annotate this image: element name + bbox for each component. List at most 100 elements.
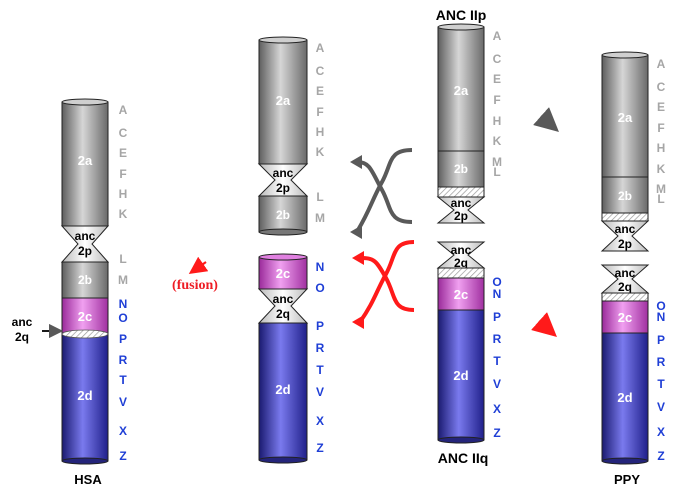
marker-letter: H bbox=[657, 141, 666, 155]
marker-letter: C bbox=[119, 126, 128, 140]
fusion-arrow bbox=[188, 256, 209, 275]
marker-letter: K bbox=[657, 162, 666, 176]
mid-segment-2d bbox=[258, 322, 308, 461]
hsa-anc-label: anc bbox=[75, 229, 96, 243]
mid-2a-label: 2a bbox=[276, 93, 291, 108]
marker-letter: V bbox=[657, 400, 665, 414]
marker-letter: M bbox=[492, 155, 502, 169]
ppy-2b-label: 2b bbox=[618, 189, 632, 203]
anc-iip-segment-2a bbox=[437, 26, 485, 152]
marker-letter: E bbox=[657, 100, 665, 114]
middle-lower-chromosome: 2c anc 2q 2d bbox=[257, 253, 309, 464]
anc-iiq-segment-2d bbox=[437, 309, 485, 441]
marker-letter: V bbox=[119, 395, 127, 409]
anc-2q-pointer-line2: 2q bbox=[15, 330, 29, 344]
anc-iiq-2q-label: 2q bbox=[454, 256, 468, 270]
marker-letter: Z bbox=[657, 449, 664, 463]
mid-segment-2a bbox=[258, 39, 308, 165]
anc-iip-2p-label: 2p bbox=[454, 209, 468, 223]
to-ppy-dark-arrow bbox=[533, 107, 559, 132]
marker-letter: C bbox=[316, 64, 325, 78]
red-crossing-arrows bbox=[352, 240, 415, 329]
marker-letter: P bbox=[657, 333, 665, 347]
middle-upper-chromosome: 2a anc 2p 2b bbox=[257, 36, 309, 236]
anc-iiq-2d-label: 2d bbox=[453, 368, 468, 383]
marker-letter: K bbox=[119, 207, 128, 221]
marker-letter: V bbox=[493, 377, 501, 391]
anc-iiq-chromosome: anc 2q 2c 2d ANC IIq bbox=[436, 241, 489, 466]
marker-letter: X bbox=[316, 414, 324, 428]
marker-letter: T bbox=[493, 354, 501, 368]
marker-letter: E bbox=[119, 146, 127, 160]
anc-iip-2b-label: 2b bbox=[454, 162, 468, 176]
marker-letter: K bbox=[493, 134, 502, 148]
marker-letter: P bbox=[316, 319, 324, 333]
marker-letter: R bbox=[493, 332, 502, 346]
anc-iip-2a-label: 2a bbox=[454, 83, 469, 98]
hsa-segment-2d bbox=[61, 333, 109, 462]
ppy-segment-2d bbox=[601, 332, 649, 462]
marker-letter: O bbox=[315, 281, 324, 295]
marker-letter: L bbox=[493, 165, 500, 179]
ppy-2p-label: 2p bbox=[618, 237, 632, 251]
marker-letter: F bbox=[316, 105, 323, 119]
fusion-label: (fusion) bbox=[172, 278, 218, 293]
marker-letter: K bbox=[316, 145, 325, 159]
marker-letter: T bbox=[657, 377, 665, 391]
dark-crossing-arrows bbox=[350, 148, 413, 239]
marker-letter: Z bbox=[316, 441, 323, 455]
ppy-segment-2b bbox=[601, 176, 649, 214]
mid-2c-label: 2c bbox=[276, 266, 290, 281]
ppy-title: PPY bbox=[614, 472, 640, 487]
hsa-2c-label: 2c bbox=[78, 309, 92, 324]
mid-lower-anc-label: anc bbox=[273, 292, 294, 306]
ppy-chromosome: 2a 2b anc 2p anc 2q 2c 2d PPY bbox=[600, 51, 650, 487]
marker-letter: C bbox=[493, 52, 502, 66]
hsa-2d-label: 2d bbox=[77, 388, 92, 403]
marker-letter: A bbox=[316, 41, 325, 55]
marker-letter: Z bbox=[493, 426, 500, 440]
ppy-upper-centromere bbox=[600, 220, 650, 252]
anc-2q-pointer-line1: anc bbox=[12, 315, 33, 329]
hsa-segment-2a bbox=[61, 101, 109, 227]
ppy-anc-label-upper: anc bbox=[615, 222, 636, 236]
marker-letter: E bbox=[493, 72, 501, 86]
marker-letter: N bbox=[493, 287, 502, 301]
mid-upper-anc-label: anc bbox=[273, 166, 294, 180]
hsa-chromosome: 2a anc 2p 2b 2c 2d HSA bbox=[60, 98, 110, 487]
marker-letter: E bbox=[316, 84, 324, 98]
marker-letter: H bbox=[493, 114, 502, 128]
mid-2d-label: 2d bbox=[275, 382, 290, 397]
mid-2b-label: 2b bbox=[276, 208, 290, 222]
ppy-anc-label-lower: anc bbox=[615, 266, 636, 280]
marker-letter: H bbox=[119, 187, 128, 201]
mid-upper-2p-label: 2p bbox=[276, 181, 290, 195]
marker-letter: L bbox=[657, 192, 664, 206]
marker-letter: N bbox=[316, 260, 325, 274]
ppy-2a-label: 2a bbox=[618, 110, 633, 125]
anc-iip-chromosome: ANC IIp 2a 2b anc 2p bbox=[436, 7, 486, 224]
anc-iiq-segment-2c bbox=[437, 277, 485, 311]
to-ppy-red-arrow bbox=[531, 312, 557, 337]
mid-lower-2q-label: 2q bbox=[276, 307, 290, 321]
hsa-2p-label: 2p bbox=[78, 244, 92, 258]
marker-letter: L bbox=[119, 252, 126, 266]
marker-letter: L bbox=[316, 190, 323, 204]
hsa-2a-label: 2a bbox=[78, 153, 93, 168]
anc-iip-anc-label: anc bbox=[451, 196, 472, 210]
marker-letter: N bbox=[119, 297, 128, 311]
ppy-2d-label: 2d bbox=[617, 390, 632, 405]
hsa-title: HSA bbox=[74, 472, 102, 487]
anc-iiq-title: ANC IIq bbox=[438, 450, 489, 466]
ppy-2c-label: 2c bbox=[618, 310, 632, 325]
marker-letter: M bbox=[656, 182, 666, 196]
marker-letter: P bbox=[119, 332, 127, 346]
marker-letter: X bbox=[657, 425, 665, 439]
